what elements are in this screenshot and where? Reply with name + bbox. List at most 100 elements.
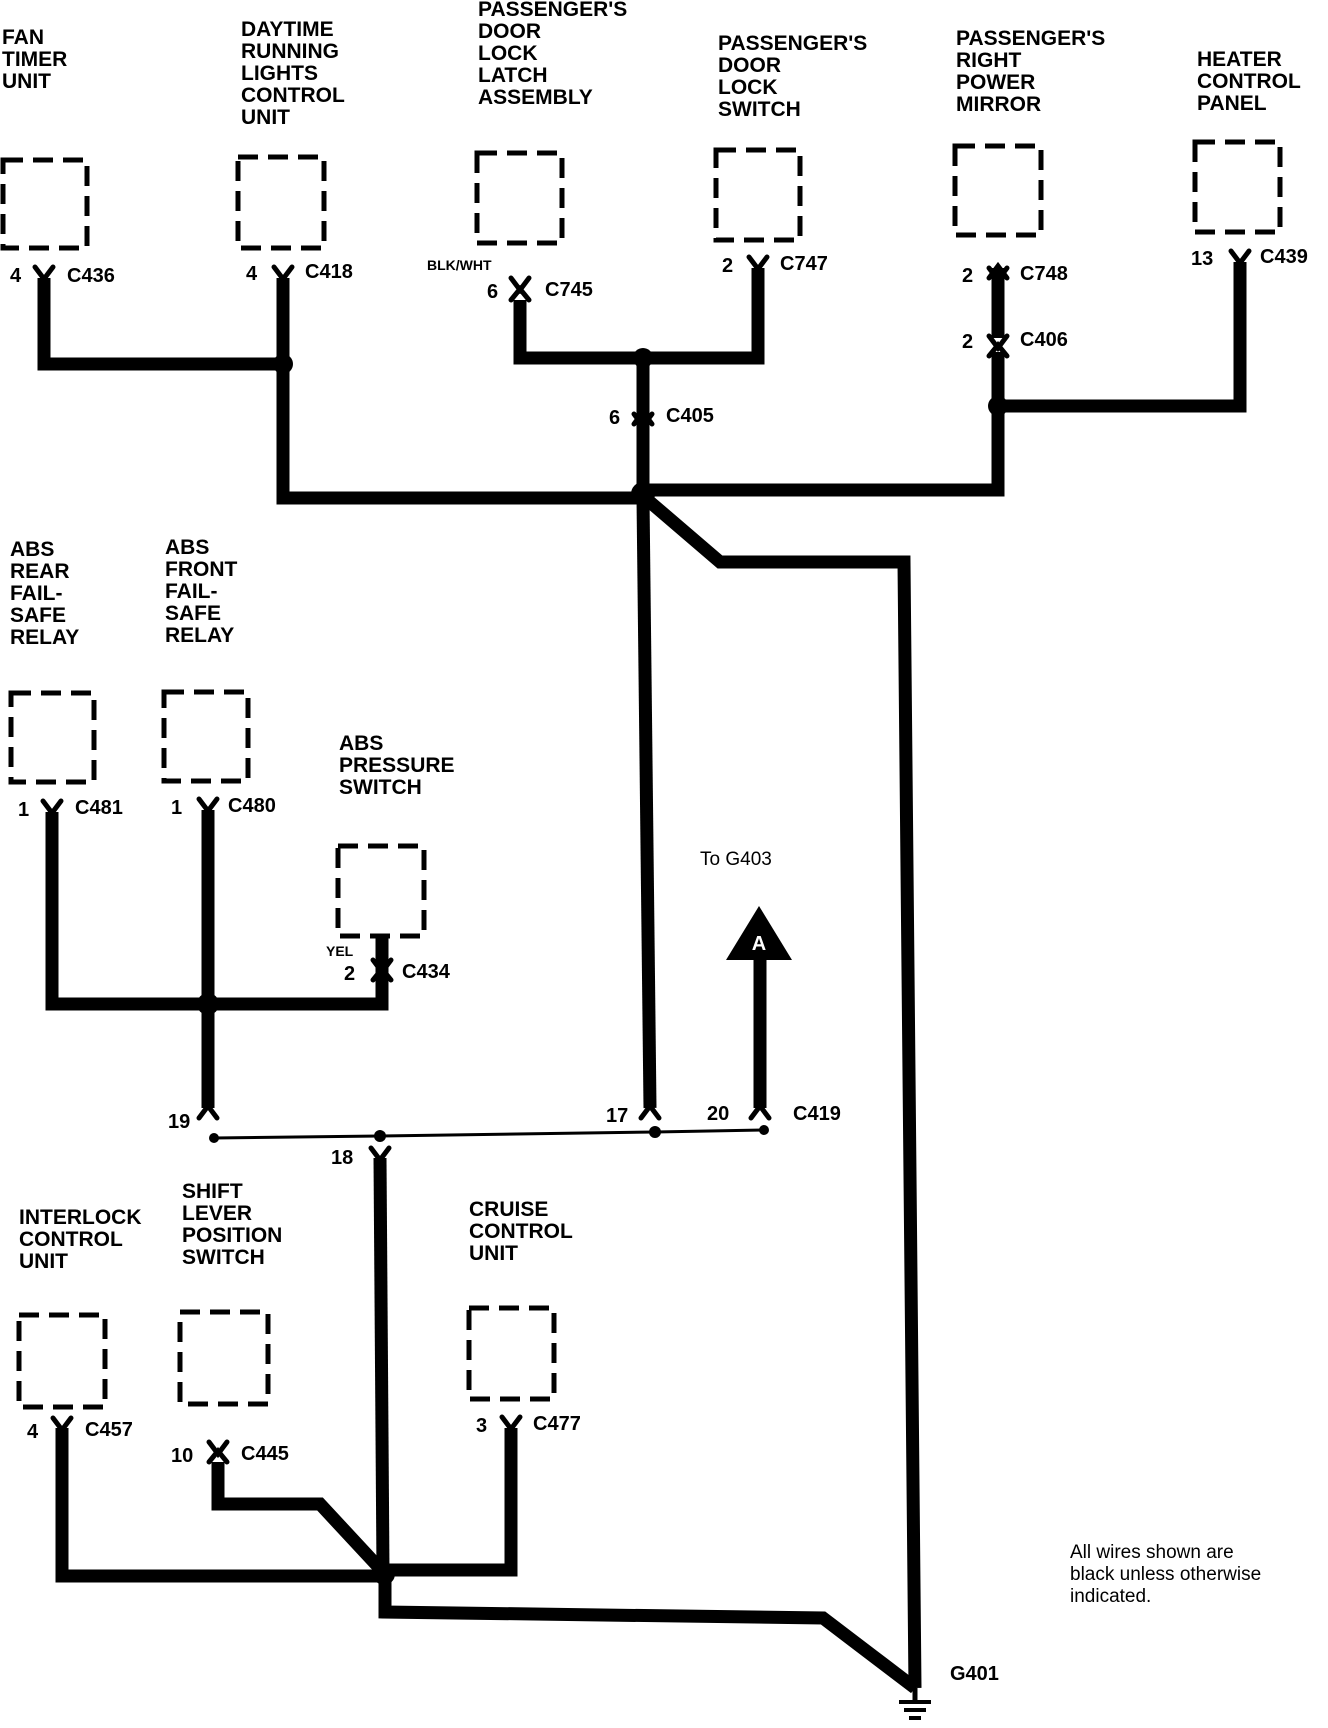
pin-number: 19 bbox=[168, 1111, 190, 1133]
connector-pair-icon bbox=[206, 1439, 230, 1465]
label-line: ABS bbox=[339, 732, 383, 755]
wire-c419-18-down bbox=[373, 1157, 390, 1573]
label-line: ABS bbox=[10, 538, 54, 561]
label-line: ASSEMBLY bbox=[478, 86, 593, 109]
wire-abs-rear bbox=[45, 812, 208, 1011]
label-line: FRONT bbox=[165, 558, 237, 581]
label-line: RELAY bbox=[10, 626, 79, 649]
connector-male-icon bbox=[196, 1101, 220, 1121]
connector-female-icon bbox=[50, 1415, 74, 1435]
label-line: SHIFT bbox=[182, 1180, 243, 1203]
door-lock-latch-box bbox=[474, 150, 565, 246]
connector-pair-icon bbox=[986, 261, 1010, 285]
label-line: LATCH bbox=[478, 64, 548, 87]
label-line: PANEL bbox=[1197, 92, 1267, 115]
wire-interlock bbox=[55, 1428, 385, 1583]
offpage-arrow-icon: A bbox=[726, 906, 792, 960]
offpage-marker-letter: A bbox=[752, 933, 766, 955]
splice-dot bbox=[197, 993, 219, 1015]
label-line: LOCK bbox=[718, 76, 778, 99]
connector-female-icon bbox=[271, 264, 295, 284]
abs-pressure-switch-box bbox=[335, 843, 427, 939]
connector-female-icon bbox=[196, 796, 220, 816]
pin-number: 18 bbox=[331, 1147, 353, 1169]
label-line: SAFE bbox=[10, 604, 66, 627]
wire-cruise bbox=[385, 1428, 518, 1577]
abs-rear-relay-box bbox=[8, 690, 97, 785]
pin-number: 2 bbox=[962, 331, 973, 353]
connector-female-icon bbox=[40, 798, 64, 818]
connector-female-icon bbox=[746, 254, 770, 274]
pin-number: 3 bbox=[476, 1415, 487, 1437]
connector-name: C457 bbox=[85, 1419, 133, 1441]
connector-name: C445 bbox=[241, 1443, 289, 1465]
pin-number: 2 bbox=[344, 963, 355, 985]
interlock-control-unit-box bbox=[16, 1312, 108, 1410]
connector-name: C439 bbox=[1260, 246, 1308, 268]
wire-drl-trunk bbox=[276, 278, 650, 505]
label-line: CONTROL bbox=[19, 1228, 123, 1251]
label-line: POSITION bbox=[182, 1224, 282, 1247]
power-mirror-box bbox=[952, 143, 1044, 238]
connector-name: C480 bbox=[228, 795, 276, 817]
connector-name: C418 bbox=[305, 261, 353, 283]
label-abs-rear-relay: ABS REAR FAIL- SAFE RELAY bbox=[10, 538, 79, 649]
label-line: ABS bbox=[165, 536, 209, 559]
connector-name: C434 bbox=[402, 961, 451, 983]
door-lock-switch-box bbox=[713, 147, 803, 243]
label-door-lock-latch: PASSENGER'S DOOR LOCK LATCH ASSEMBLY bbox=[478, 0, 627, 109]
pin-number: 13 bbox=[1191, 248, 1213, 270]
pin-number: 1 bbox=[171, 797, 182, 819]
heater-control-panel-box bbox=[1192, 139, 1283, 235]
label-line: CONTROL bbox=[469, 1220, 573, 1243]
splice-dot bbox=[631, 482, 655, 506]
pin-number: 17 bbox=[606, 1105, 628, 1127]
abs-front-relay-box bbox=[161, 689, 251, 784]
label-line: UNIT bbox=[19, 1250, 68, 1273]
label-line: SAFE bbox=[165, 602, 221, 625]
connector-name: C747 bbox=[780, 253, 828, 275]
c419-connector-line bbox=[213, 1128, 765, 1140]
wire-color-label: YEL bbox=[326, 943, 354, 959]
label-drl-control-unit: DAYTIME RUNNING LIGHTS CONTROL UNIT bbox=[241, 18, 345, 129]
label-line: DOOR bbox=[718, 54, 781, 77]
label-line: CONTROL bbox=[1197, 70, 1301, 93]
label-line: LOCK bbox=[478, 42, 538, 65]
label-line: DAYTIME bbox=[241, 18, 334, 41]
label-line: INTERLOCK bbox=[19, 1206, 142, 1229]
pin-number: 6 bbox=[487, 281, 498, 303]
splice-dot bbox=[649, 1126, 661, 1138]
connector-name: C745 bbox=[545, 279, 593, 301]
connector-pair-icon bbox=[631, 407, 655, 431]
wire-heater bbox=[998, 262, 1247, 413]
splice-dot bbox=[633, 348, 653, 368]
pin-number: 4 bbox=[27, 1421, 39, 1443]
label-line: PASSENGER'S bbox=[956, 27, 1105, 50]
splice-dot bbox=[373, 1563, 395, 1585]
label-line: CONTROL bbox=[241, 84, 345, 107]
connector-name: C481 bbox=[75, 797, 123, 819]
pin-number: 2 bbox=[722, 255, 733, 277]
pin-number: 20 bbox=[707, 1103, 729, 1125]
wire-to-c419-17 bbox=[636, 497, 657, 1109]
label-line: HEATER bbox=[1197, 48, 1282, 71]
label-line: PASSENGER'S bbox=[718, 32, 867, 55]
wire-color-note: All wires shown are black unless otherwi… bbox=[1070, 1542, 1261, 1607]
wire-to-ground-junction bbox=[378, 1576, 919, 1694]
label-power-mirror: PASSENGER'S RIGHT POWER MIRROR bbox=[956, 27, 1105, 116]
connector-name: C748 bbox=[1020, 263, 1068, 285]
connector-female-icon bbox=[368, 1145, 392, 1165]
connector-name: C436 bbox=[67, 265, 115, 287]
label-abs-front-relay: ABS FRONT FAIL- SAFE RELAY bbox=[165, 536, 237, 647]
label-line: MIRROR bbox=[956, 93, 1041, 116]
label-line: LEVER bbox=[182, 1202, 252, 1225]
connector-name: C477 bbox=[533, 1413, 581, 1435]
label-line: TIMER bbox=[2, 48, 67, 71]
label-line: DOOR bbox=[478, 20, 541, 43]
label-line: FAN bbox=[2, 26, 44, 49]
wire-to-g401 bbox=[645, 497, 922, 1689]
pin-number: 6 bbox=[609, 407, 620, 429]
note-line: black unless otherwise bbox=[1070, 1564, 1261, 1585]
label-line: SWITCH bbox=[339, 776, 422, 799]
